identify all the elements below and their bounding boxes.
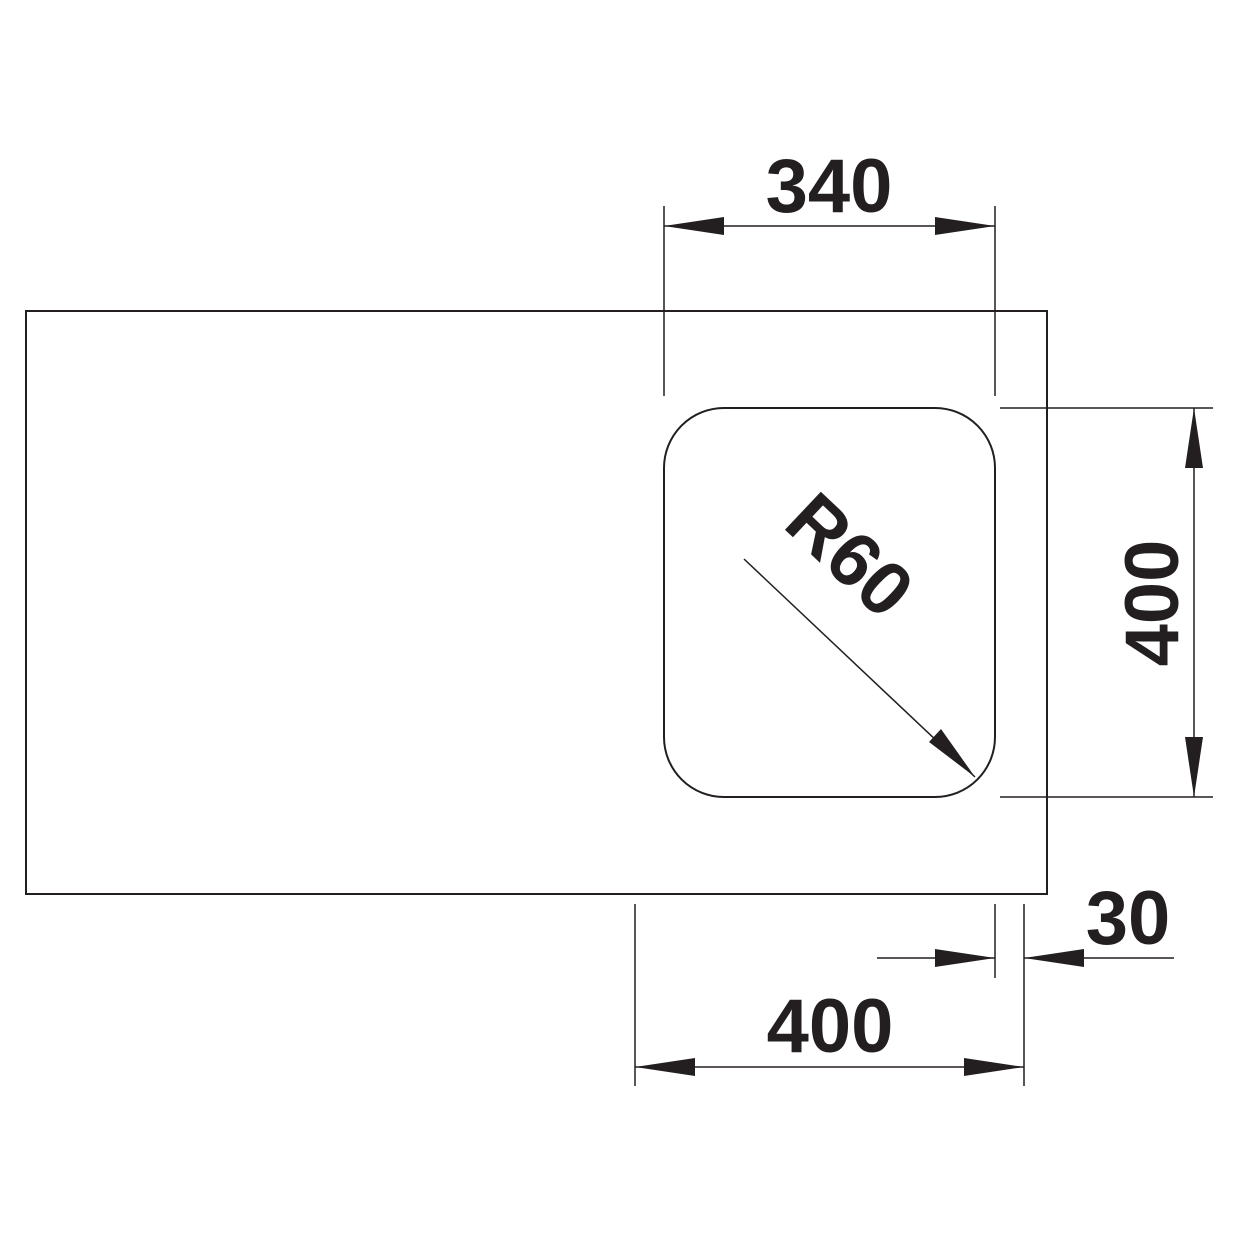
edge-offset-arrow-left: [935, 949, 995, 967]
edge-offset-dimension: 30: [877, 876, 1174, 1086]
bowl-depth-label: 400: [1110, 540, 1195, 667]
corner-radius-label: R60: [770, 477, 930, 634]
bowl-width-arrow-right: [935, 217, 995, 235]
corner-radius-callout: R60: [743, 477, 976, 778]
bowl-width-arrow-left: [664, 217, 724, 235]
edge-offset-arrow-right: [1024, 949, 1084, 967]
cabinet-width-dimension: 400: [634, 904, 1024, 1086]
bowl-outline: [663, 407, 996, 798]
edge-offset-label: 30: [1086, 876, 1171, 961]
bowl-depth-arrow-top: [1185, 408, 1203, 468]
cabinet-width-arrow-right: [964, 1058, 1024, 1076]
bowl-width-dimension: 340: [663, 144, 996, 396]
cabinet-width-label: 400: [767, 984, 894, 1069]
sink-outline: [25, 310, 1048, 895]
bowl-width-label: 340: [766, 144, 893, 229]
cabinet-width-arrow-left: [635, 1058, 695, 1076]
corner-radius-arrow: [929, 729, 975, 777]
bowl-depth-dimension: 400: [1000, 407, 1213, 798]
bowl-depth-arrow-bottom: [1185, 737, 1203, 797]
